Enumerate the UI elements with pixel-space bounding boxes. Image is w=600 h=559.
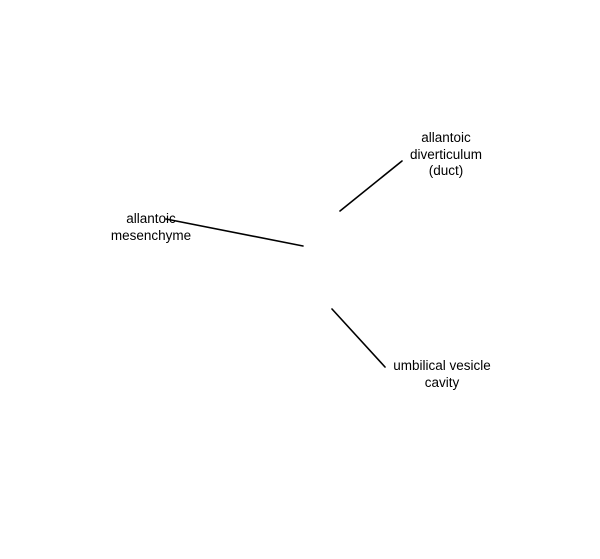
- label-umbilical-vesicle-cavity: umbilical vesicle cavity: [393, 358, 491, 390]
- label-allantoic-mesenchyme: allantoic mesenchyme: [110, 211, 192, 243]
- leader-line-umbilical-vesicle-cavity: [331, 308, 386, 368]
- leader-line-allantoic-diverticulum: [339, 160, 403, 212]
- leader-line-allantoic-mesenchyme: [165, 218, 304, 247]
- label-allantoic-diverticulum: allantoic diverticulum (duct): [409, 130, 483, 178]
